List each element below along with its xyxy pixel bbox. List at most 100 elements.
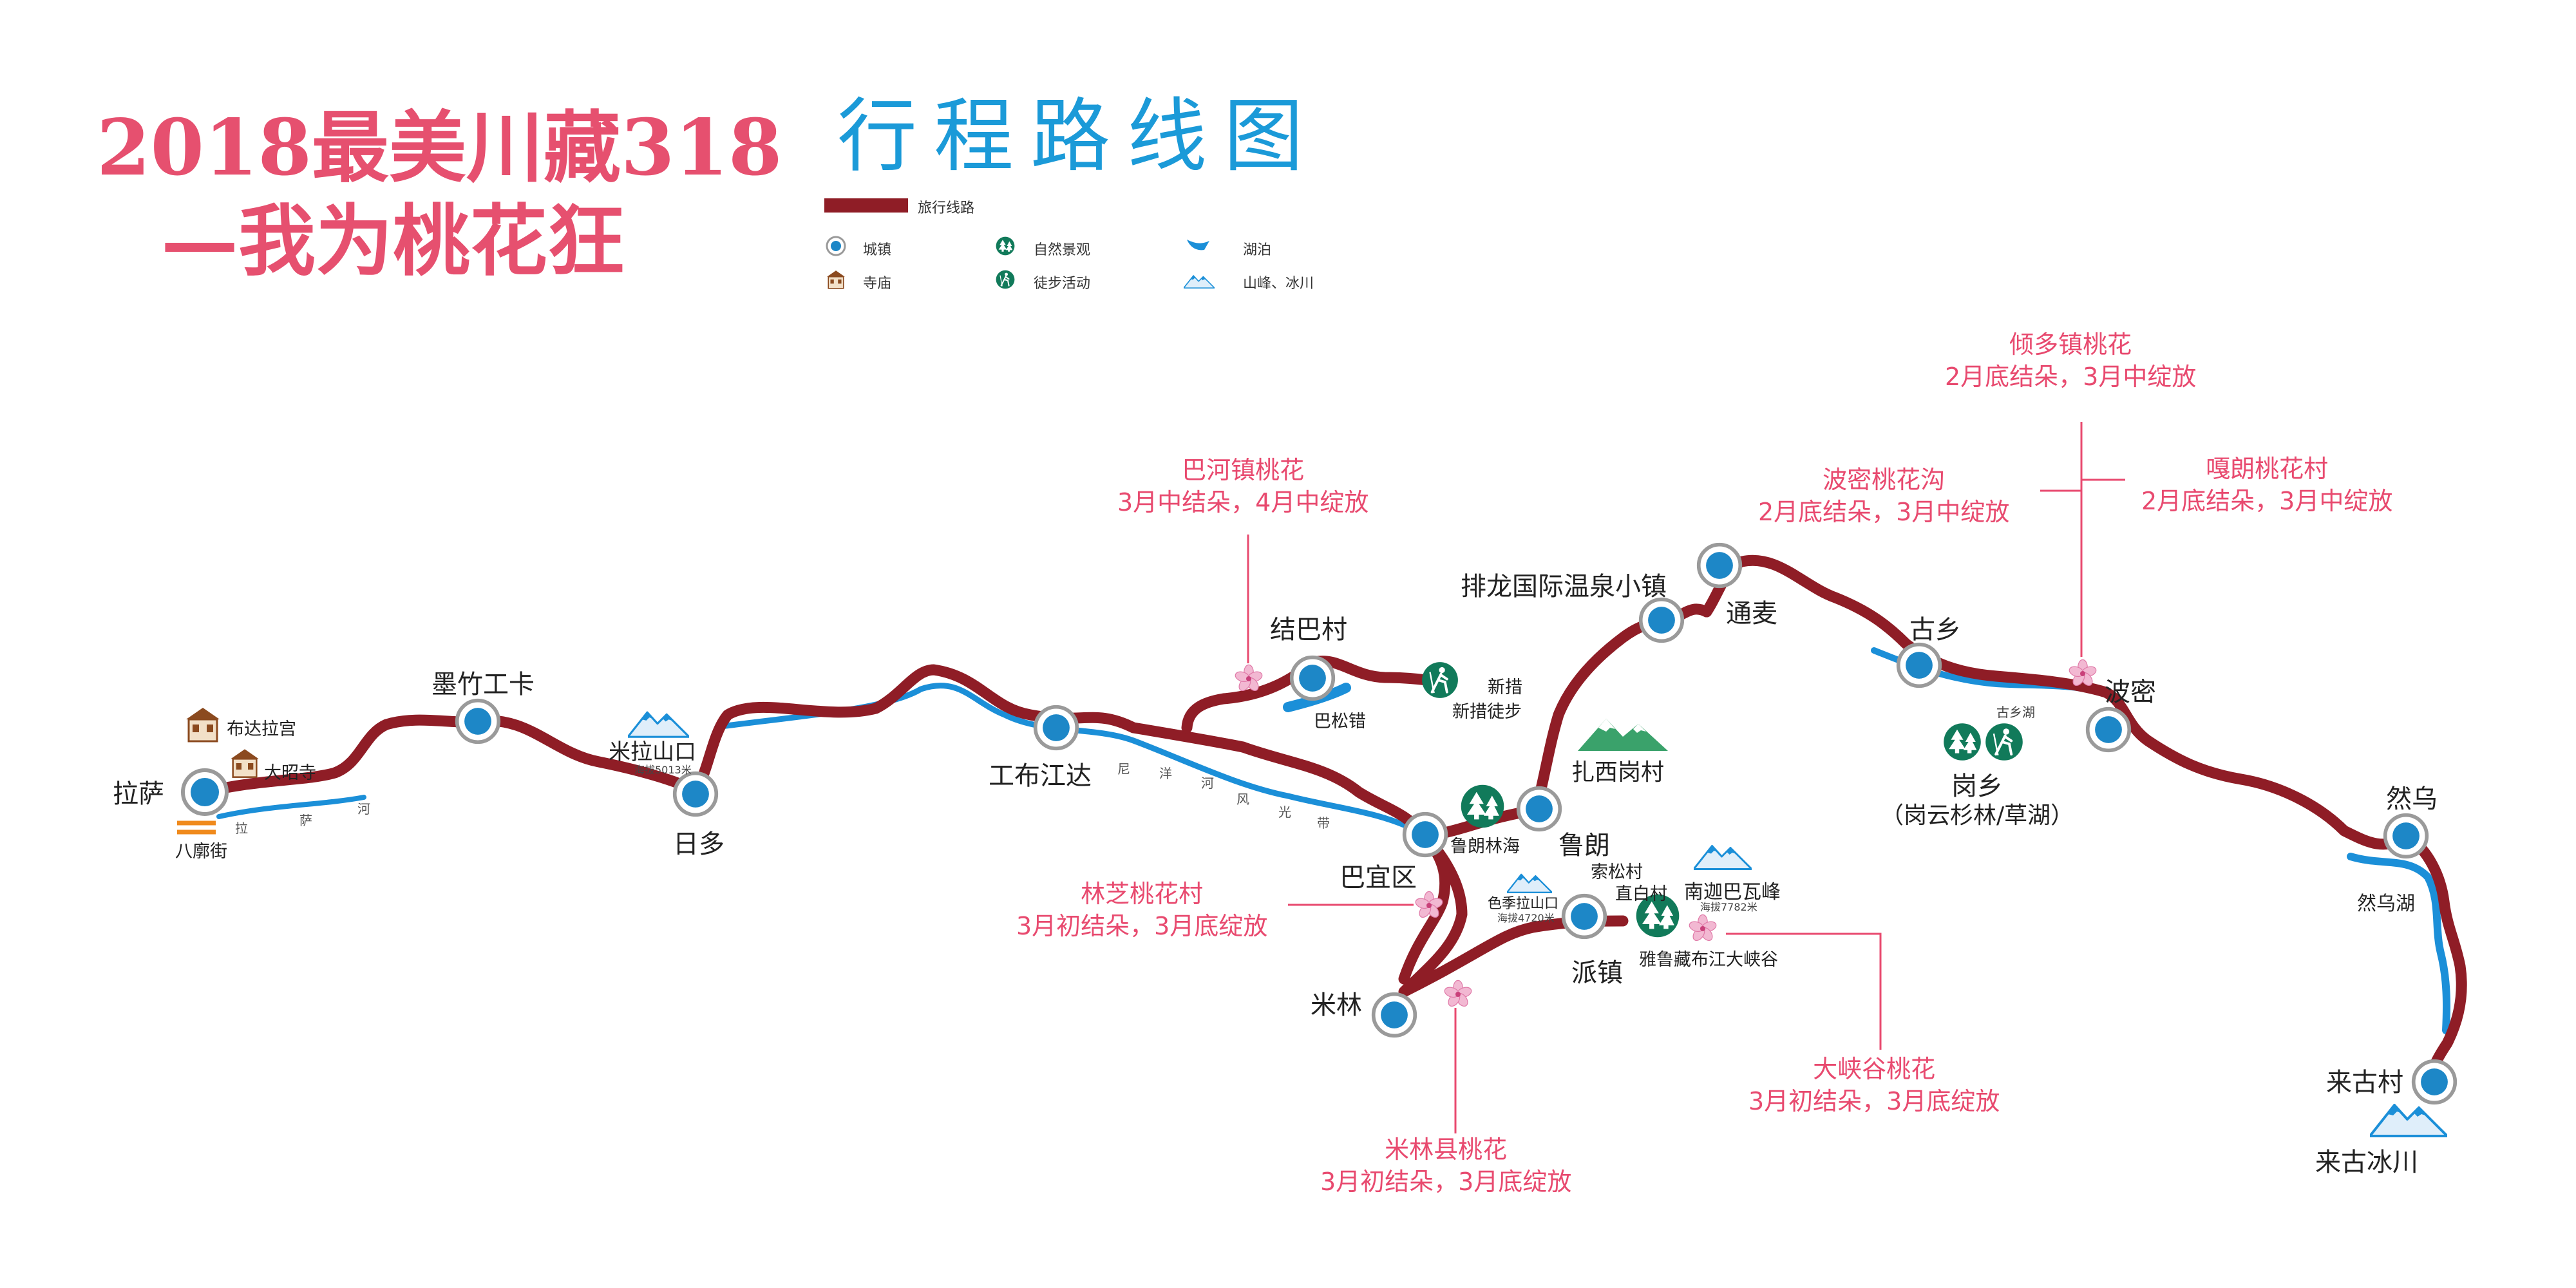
- place-lulang-forest: 鲁朗林海: [1450, 837, 1520, 857]
- place-jokhang: 大昭寺: [264, 763, 316, 783]
- barkhor-icon: [177, 820, 216, 835]
- legend-town-swatch: [826, 236, 846, 256]
- river-label-char: 风: [1236, 791, 1249, 807]
- place-zhaxigang: 扎西岗村: [1571, 759, 1665, 786]
- town-marker-mozhugongka: [457, 701, 499, 743]
- blossom-dates: 3月中结朵，4月中绽放: [1117, 488, 1369, 516]
- town-marker-pailong: [1641, 600, 1683, 641]
- legend-route-label: 旅行线路: [918, 200, 975, 216]
- legend-nature-label: 自然景观: [1034, 242, 1091, 258]
- town-marker-lhasa: [183, 770, 227, 814]
- town-marker-tongmai: [1699, 545, 1741, 587]
- blossom-callout-qingduo: 倾多镇桃花 2月底结朵，3月中绽放: [1945, 328, 2196, 393]
- blossom-callout-milin-county: 米林县桃花 3月初结朵，3月底绽放: [1320, 1133, 1571, 1198]
- legend-town-label: 城镇: [863, 242, 892, 258]
- place-namjagbarwa-altitude: 海拔7782米: [1700, 901, 1757, 913]
- legend-nature-swatch: [996, 236, 1015, 256]
- blossom-dates: 2月底结朵，3月中绽放: [1945, 363, 2197, 391]
- legend-graphics: [824, 198, 1215, 290]
- place-gangxiang-sub: （岗云杉林/草湖）: [1880, 802, 2074, 829]
- tree-icon: [1944, 723, 1981, 761]
- route-map-title: 行程路线图: [837, 90, 1321, 183]
- town-label-jieba: 结巴村: [1270, 615, 1347, 645]
- town-label-paizhen: 派镇: [1571, 958, 1623, 988]
- place-xincuo: 新措: [1488, 677, 1522, 697]
- town-marker-laigu: [2414, 1061, 2456, 1103]
- main-title-line2: —我为桃花狂: [161, 196, 625, 287]
- place-basongcuo: 巴松错: [1314, 712, 1366, 732]
- blossom-callout-galang: 嘎朗桃花村 2月底结朵，3月中绽放: [2141, 453, 2392, 517]
- place-namjagbarwa: 南迦巴瓦峰: [1684, 881, 1781, 904]
- town-label-pailong: 排龙国际温泉小镇: [1461, 572, 1667, 601]
- town-marker-bayi: [1405, 814, 1446, 856]
- town-label-laigu: 来古村: [2326, 1068, 2403, 1097]
- blossom-name: 大峡谷桃花: [1813, 1055, 1936, 1083]
- lhasa-river: [216, 795, 366, 819]
- legend-temple-swatch: [826, 270, 846, 289]
- legend-mountain-label: 山峰、冰川: [1243, 275, 1314, 291]
- mountain-icon: [1694, 845, 1752, 870]
- place-zhibai: 直白村: [1615, 884, 1667, 904]
- main-title-line1: 2018最美川藏318: [97, 102, 782, 193]
- town-marker-ranwu: [2385, 815, 2427, 857]
- river-label-char: 光: [1278, 804, 1291, 820]
- town-label-guxiang: 古乡: [1909, 615, 1961, 645]
- town-marker-jieba: [1292, 658, 1334, 699]
- blossom-callout-canyon: 大峡谷桃花 3月初结朵，3月底绽放: [1748, 1053, 2000, 1117]
- mountain-icon: [628, 711, 689, 738]
- place-milapass-altitude: 海拔5013米: [634, 764, 692, 776]
- town-label-tongmai: 通麦: [1726, 599, 1777, 629]
- blossom-name: 倾多镇桃花: [2009, 330, 2132, 359]
- river-label-char: 河: [1201, 775, 1214, 791]
- river-label-char: 河: [357, 801, 370, 817]
- legend-hiking-label: 徒步活动: [1034, 275, 1091, 291]
- town-marker-guxiang: [1899, 645, 1940, 687]
- town-label-bomi: 波密: [2105, 677, 2156, 707]
- blossom-icon: [1443, 980, 1473, 1009]
- place-gangxiang: 岗乡: [1951, 772, 2003, 801]
- river-label-char: 洋: [1159, 766, 1172, 781]
- blossom-name: 巴河镇桃花: [1182, 456, 1305, 484]
- blossom-dates: 3月初结朵，3月底绽放: [1320, 1168, 1572, 1196]
- place-sejila: 色季拉山口: [1488, 896, 1559, 912]
- place-potala: 布达拉宫: [227, 719, 296, 739]
- town-label-ranwu: 然乌: [2386, 784, 2438, 814]
- town-marker-bomi: [2088, 709, 2130, 751]
- town-label-milin: 米林: [1311, 990, 1362, 1020]
- place-milapass: 米拉山口: [609, 739, 696, 765]
- blossom-name: 米林县桃花: [1385, 1135, 1508, 1164]
- blossom-dates: 2月底结朵，3月中绽放: [2141, 487, 2393, 515]
- blossom-callout-linzhi: 林芝桃花村 3月初结朵，3月底绽放: [1016, 878, 1267, 942]
- tree-icon: [1461, 784, 1504, 828]
- town-marker-paizhen: [1564, 896, 1605, 938]
- river-label-char: 带: [1317, 815, 1330, 831]
- route-tongmai-ranwu: [1701, 554, 2467, 1094]
- legend-temple-label: 寺庙: [863, 275, 892, 291]
- legend-mountain-swatch: [1184, 275, 1215, 289]
- blossom-icon: [1687, 914, 1718, 943]
- route-bayi-milin-paizhen: [1398, 831, 1629, 998]
- blossom-callout-bahe: 巴河镇桃花 3月中结朵，4月中绽放: [1117, 454, 1368, 518]
- place-ranwu-lake: 然乌湖: [2357, 893, 2415, 915]
- blossom-name: 波密桃花沟: [1823, 466, 1946, 494]
- place-suosong: 索松村: [1591, 862, 1643, 882]
- temple-icon: [230, 748, 260, 778]
- mountain-icon: [1507, 873, 1552, 893]
- legend-route-swatch: [824, 198, 908, 213]
- legend-lake-label: 湖泊: [1243, 242, 1272, 258]
- blossom-dates: 2月底结朵，3月中绽放: [1758, 498, 2010, 526]
- blossom-name: 林芝桃花村: [1081, 880, 1204, 908]
- legend-lake-swatch: [1187, 240, 1209, 251]
- town-marker-lulang: [1519, 788, 1560, 830]
- hiker-icon: [1421, 661, 1459, 699]
- blossom-dates: 3月初结朵，3月底绽放: [1016, 912, 1268, 940]
- legend-hiking-swatch: [995, 269, 1016, 290]
- place-barkhor: 八廓街: [175, 842, 227, 862]
- blossom-leader-lines: [1247, 422, 2125, 1133]
- place-sejila-altitude: 海拔4720米: [1497, 912, 1555, 924]
- town-label-bayi: 巴宜区: [1340, 863, 1417, 893]
- place-canyon: 雅鲁藏布江大峡谷: [1639, 950, 1778, 970]
- town-label-gongbujiangda: 工布江达: [989, 761, 1092, 791]
- place-xincuo-hike: 新措徒步: [1452, 702, 1522, 722]
- river-label-char: 尼: [1117, 761, 1130, 777]
